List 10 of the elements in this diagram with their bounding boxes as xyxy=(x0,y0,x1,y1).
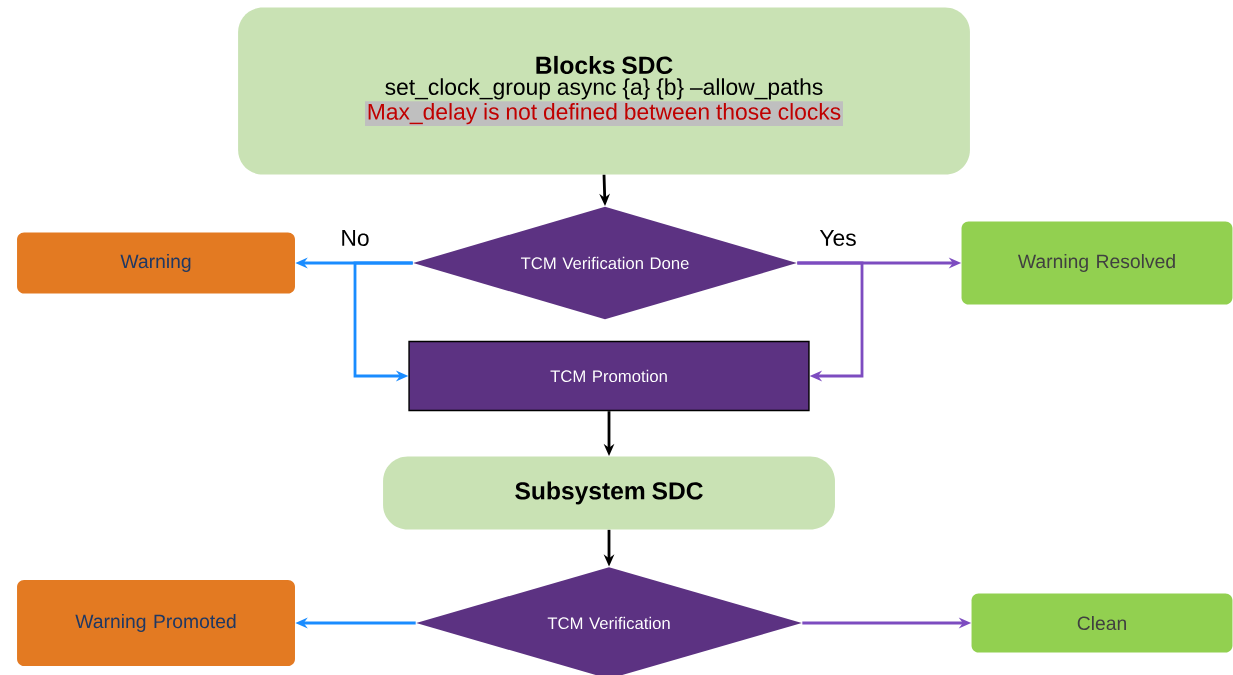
process-box: Blocks SDC set_clock_group async {a} {b} –allow_paths Max_delay is not defined between those clocks xyxy=(238,7,970,175)
process-box: Subsystem SDC xyxy=(383,456,835,530)
result-box: Warning Resolved xyxy=(961,221,1233,305)
result-box: Clean xyxy=(971,593,1233,653)
warning-box: Warning Promoted xyxy=(17,580,295,666)
edge-label: Yes xyxy=(817,228,859,248)
arrow xyxy=(797,261,864,382)
process-box: TCM Promotion xyxy=(408,340,810,412)
warning-box: Warning xyxy=(17,232,295,294)
edge-label: No xyxy=(338,228,372,248)
